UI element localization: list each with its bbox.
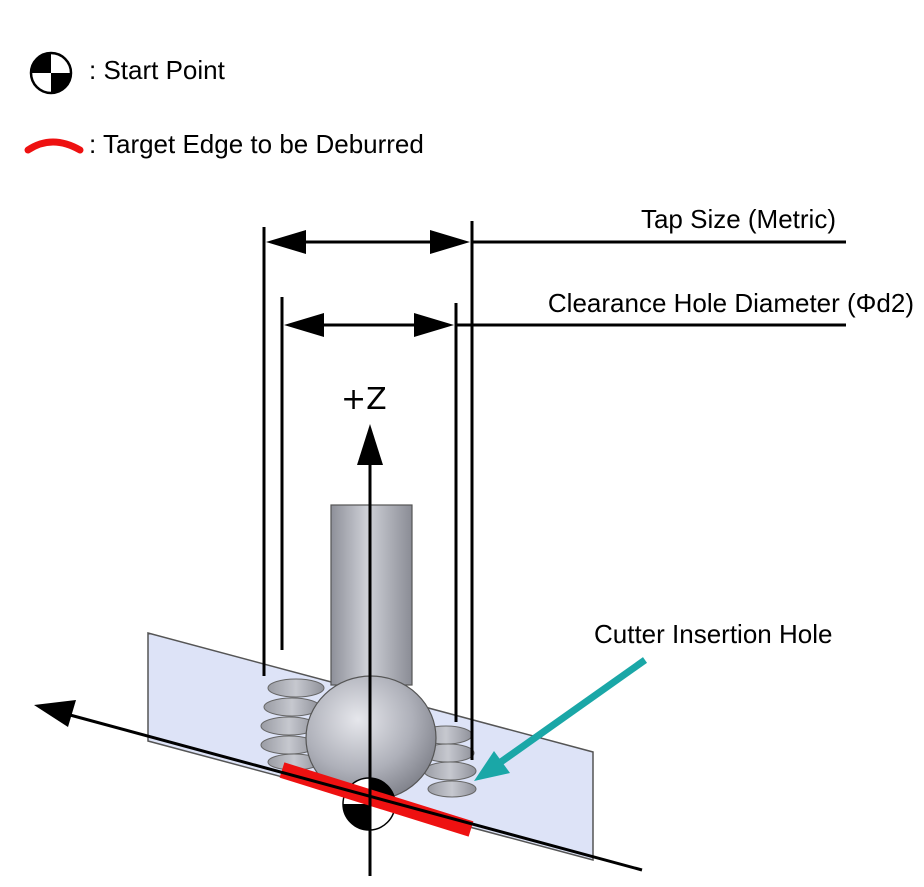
cutter-insertion-hole-label: Cutter Insertion Hole bbox=[594, 619, 832, 649]
thread-right bbox=[419, 725, 477, 798]
legend-target-edge: : Target Edge to be Deburred bbox=[24, 129, 424, 159]
z-axis-label: +Z bbox=[341, 382, 387, 417]
legend-start-point-label: : Start Point bbox=[89, 55, 226, 85]
legend-start-point: : Start Point bbox=[29, 51, 226, 95]
dimension-clearance-hole bbox=[280, 297, 846, 722]
cutter-insertion-leader bbox=[474, 657, 648, 781]
start-point-icon bbox=[29, 51, 73, 95]
thread-left bbox=[260, 678, 325, 771]
clearance-hole-label: Clearance Hole Diameter (Φd2) bbox=[548, 288, 914, 318]
z-axis-arrow bbox=[357, 424, 383, 876]
x-axis-arrow bbox=[34, 700, 643, 872]
legend-target-edge-label: : Target Edge to be Deburred bbox=[89, 129, 424, 159]
target-edge-icon bbox=[24, 138, 84, 154]
dimension-tap-size bbox=[262, 221, 846, 760]
tap-size-label: Tap Size (Metric) bbox=[641, 204, 836, 234]
